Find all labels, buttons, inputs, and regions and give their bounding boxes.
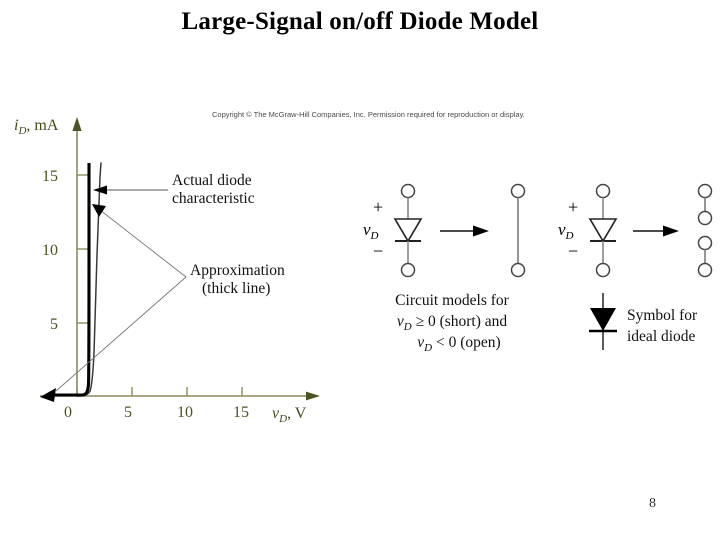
terminal-node-top-open-source [595, 183, 611, 199]
series-actual-diode-characteristic [76, 162, 102, 397]
polarity-minus-open: − [568, 241, 578, 261]
x-axis-label-symbol: v [272, 405, 280, 422]
x-tick-label-15: 15 [233, 404, 249, 421]
x-axis-ticks [76, 387, 243, 396]
circuit-model-open: + vD − [558, 183, 713, 278]
page-number: 8 [649, 496, 656, 511]
ideal-diode-triangle-icon [590, 308, 616, 331]
x-axis-label-subscript: D [278, 413, 287, 425]
circuit-models-caption: Circuit models for vD ≥ 0 (short) and vD… [395, 292, 509, 354]
voltage-label-open: vD [558, 220, 574, 242]
implies-arrow-open [633, 225, 679, 237]
ideal-diode-caption-line2: ideal diode [627, 328, 696, 345]
caption-line-3: vD < 0 (open) [417, 334, 500, 354]
terminal-node-bottom-open-result [697, 262, 713, 278]
implies-arrow-head-open [663, 225, 679, 237]
terminal-node-top-open-result [697, 183, 713, 199]
polarity-minus-short: − [373, 241, 383, 261]
page-title: Large-Signal on/off Diode Model [181, 8, 539, 35]
diode-triangle-open [588, 218, 618, 243]
terminal-node-top-short-result [510, 183, 526, 199]
polarity-plus-open: + [568, 197, 578, 217]
terminal-node-top-short-source [400, 183, 416, 199]
copyright-notice: Copyright © The McGraw-Hill Companies, I… [212, 110, 525, 119]
terminal-node-gap-lower [697, 235, 713, 251]
annotation-leader-line-approx-lower [55, 276, 187, 392]
annotation-label-actual-line2: characteristic [172, 190, 255, 207]
annotation-label-actual-line1: Actual diode [172, 172, 252, 189]
y-tick-label-5: 5 [50, 316, 58, 333]
y-tick-label-15: 15 [42, 168, 58, 185]
annotation-approximation: Approximation (thick line) [55, 204, 285, 392]
annotation-label-approx-line2: (thick line) [202, 280, 270, 297]
diode-iv-characteristic-chart: iD, mA 15 10 5 0 5 [14, 117, 320, 425]
circuit-model-short: + vD − [363, 183, 526, 278]
annotation-leader-line-approx-upper [99, 209, 187, 278]
result-short-circuit [510, 183, 526, 278]
y-axis-label-subscript: D [17, 125, 26, 137]
annotation-arrowhead-actual [93, 185, 107, 195]
terminal-node-gap-upper [697, 210, 713, 226]
chart-axes [40, 117, 320, 401]
result-open-circuit [697, 183, 713, 278]
x-tick-label-0: 0 [64, 404, 72, 421]
circuit-models-diagram: + vD − Circuit models for vD ≥ 0 (short)… [363, 183, 713, 354]
ideal-diode-caption-line1: Symbol for [627, 307, 698, 324]
polarity-plus-short: + [373, 197, 383, 217]
annotation-actual-diode-characteristic: Actual diode characteristic [93, 172, 255, 207]
caption-line-2: vD ≥ 0 (short) and [397, 313, 508, 333]
implies-arrow-head-short [473, 225, 489, 237]
x-axis-label: vD, V [272, 405, 307, 425]
annotation-label-approx-line1: Approximation [190, 262, 285, 279]
caption-line-1: Circuit models for [395, 292, 509, 309]
approximation-left-arrowhead [40, 388, 56, 402]
x-axis-arrowhead [306, 391, 320, 401]
terminal-node-bottom-open-source [595, 262, 611, 278]
x-tick-label-10: 10 [177, 404, 193, 421]
x-tick-label-5: 5 [124, 404, 132, 421]
voltage-label-short: vD [363, 220, 379, 242]
y-axis-label-symbol: i [14, 117, 18, 134]
series-approximation-thick [46, 163, 91, 397]
diode-triangle-short [393, 218, 423, 243]
y-axis-arrowhead [72, 117, 82, 131]
terminal-node-bottom-short-result [510, 262, 526, 278]
ideal-diode-symbol-group: Symbol for ideal diode [589, 293, 698, 350]
annotation-arrowhead-approx-upper [92, 204, 106, 217]
implies-arrow-short [440, 225, 489, 237]
y-axis-label: iD, mA [14, 117, 59, 137]
y-tick-label-10: 10 [42, 242, 58, 259]
terminal-node-bottom-short-source [400, 262, 416, 278]
